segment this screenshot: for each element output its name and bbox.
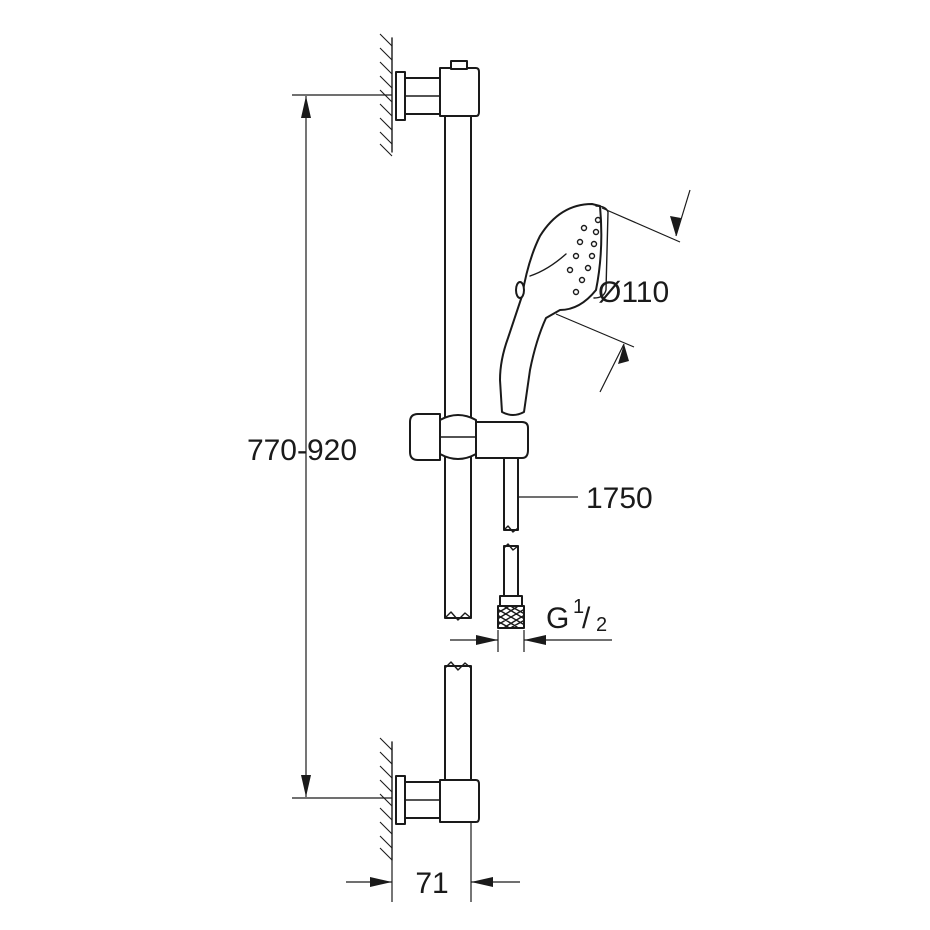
thread-numerator-label: 1 [573, 596, 584, 618]
lower-bracket [395, 775, 480, 825]
thread-dimension [450, 630, 612, 652]
head-diameter-label: Ø110 [598, 276, 669, 309]
rail-upper-segment [444, 115, 472, 621]
height-range-label: 770-920 [247, 434, 357, 467]
rail-lower-segment [444, 661, 472, 791]
height-dimension [292, 94, 392, 799]
thread-slash: / [582, 602, 591, 635]
wall-distance-label: 71 [415, 867, 448, 900]
hand-shower [499, 203, 609, 416]
thread-denominator-label: 2 [596, 614, 607, 636]
lower-wall-hatching [379, 737, 393, 861]
wall-distance-dimension [346, 822, 520, 902]
head-diameter-dimension [555, 189, 691, 393]
upper-bracket [395, 60, 480, 121]
slider-holder [409, 413, 529, 461]
hose-length-label: 1750 [586, 482, 653, 515]
shower-hose [497, 457, 525, 629]
thread-main-label: G [546, 602, 569, 635]
